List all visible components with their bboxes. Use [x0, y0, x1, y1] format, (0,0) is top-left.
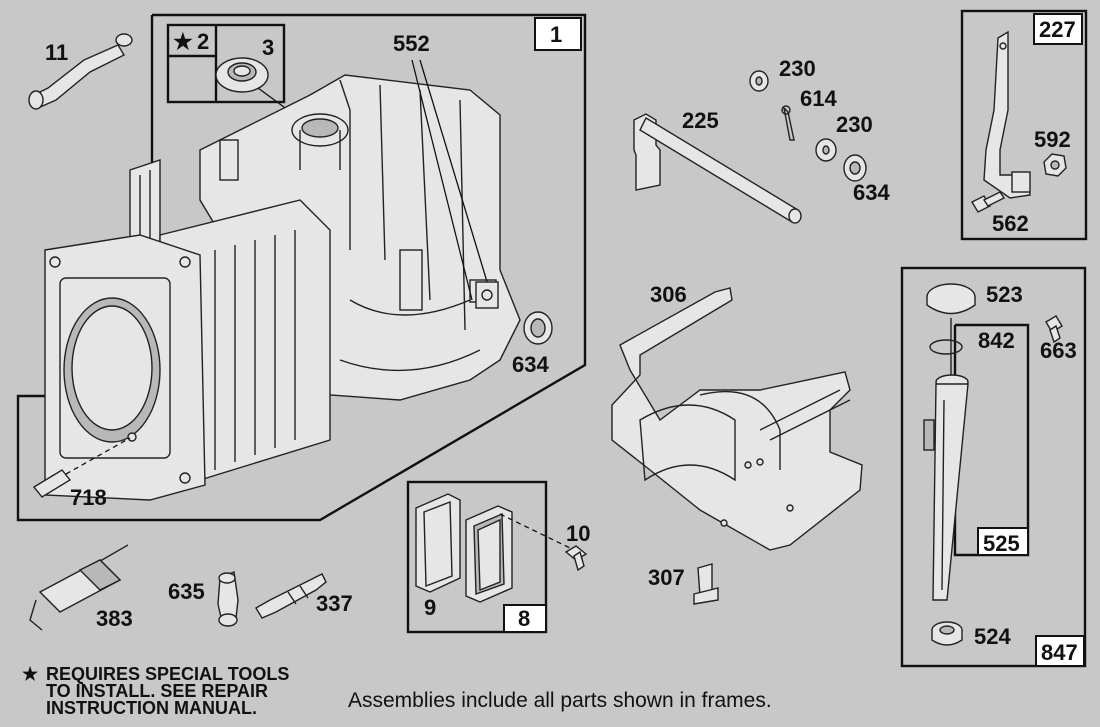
breather-tube — [28, 33, 133, 110]
dowel-pin — [32, 469, 72, 498]
callout-1: 1 — [550, 22, 562, 47]
callout-2: 2 — [197, 29, 209, 54]
gasket-9 — [415, 493, 461, 593]
special-tool-star-icon: ★ — [173, 29, 193, 54]
callout-8: 8 — [518, 606, 530, 631]
oil-seal — [215, 57, 269, 93]
footnote-line-3: INSTRUCTION MANUAL. — [46, 698, 257, 718]
callout-552: 552 — [393, 31, 430, 56]
callout-592: 592 — [1034, 127, 1071, 152]
callout-663: 663 — [1040, 338, 1077, 363]
frame-227-label-box — [1033, 13, 1083, 45]
seal-634-left — [523, 311, 553, 345]
o-ring-842 — [929, 339, 963, 355]
callout-383: 383 — [96, 606, 133, 631]
dowel-dash-leader — [65, 437, 131, 475]
assemblies-caption: Assemblies include all parts shown in fr… — [348, 689, 772, 712]
leader-552a — [411, 59, 473, 301]
cylinder-block — [44, 74, 521, 501]
callout-3: 3 — [262, 35, 274, 60]
leader-552b — [419, 59, 489, 286]
callout-230-bottom: 230 — [836, 112, 873, 137]
callout-524: 524 — [974, 624, 1011, 649]
callout-525: 525 — [983, 531, 1020, 556]
washer-230-bottom — [815, 138, 837, 162]
breather-cover — [465, 505, 513, 603]
footnote-star-icon: ★ — [22, 664, 39, 684]
air-guide-baffle — [611, 287, 863, 551]
frame-assembly-847: 847 525 523 842 524 — [900, 266, 1087, 668]
callout-337: 337 — [316, 591, 353, 616]
screw-10-dash-leader — [499, 513, 571, 549]
callout-307: 307 — [648, 565, 685, 590]
hair-pin-clip — [781, 105, 795, 141]
frame-2-outline — [166, 23, 286, 104]
screw-663 — [1045, 315, 1063, 344]
callout-9: 9 — [424, 595, 436, 620]
seal-634-right — [843, 154, 867, 182]
nut-592 — [1043, 153, 1067, 177]
screw-10 — [564, 545, 588, 572]
callout-306: 306 — [650, 282, 687, 307]
callout-718: 718 — [70, 485, 107, 510]
governor-shaft — [633, 113, 802, 224]
frame-847-label-box — [1035, 635, 1085, 667]
washer-230-top — [749, 70, 769, 92]
callout-523: 523 — [986, 282, 1023, 307]
callout-225: 225 — [682, 108, 719, 133]
callout-847: 847 — [1041, 640, 1078, 665]
callout-634-right: 634 — [853, 180, 890, 205]
callout-227: 227 — [1039, 17, 1076, 42]
grommet-524 — [931, 621, 963, 646]
callout-11: 11 — [45, 40, 68, 65]
dipstick-tube — [923, 374, 969, 601]
frame-assembly-1: 1 ★ 2 3 — [16, 13, 587, 522]
frame-1-label-box — [534, 17, 582, 51]
callout-562: 562 — [992, 211, 1029, 236]
callout-10: 10 — [566, 521, 590, 546]
footnote-line-1: REQUIRES SPECIAL TOOLS — [46, 664, 289, 684]
frame-assembly-8: 8 9 — [406, 480, 548, 634]
callout-614: 614 — [800, 86, 837, 111]
frame-8-outline — [406, 480, 548, 634]
special-tools-footnote: ★ REQUIRES SPECIAL TOOLS TO INSTALL. SEE… — [22, 664, 289, 718]
callout-635: 635 — [168, 579, 205, 604]
spark-plug-337 — [255, 573, 327, 619]
callout-634-left: 634 — [512, 352, 549, 377]
governor-lever — [983, 30, 1031, 199]
callout-230-top: 230 — [779, 56, 816, 81]
breather-part — [475, 281, 499, 309]
callout-842: 842 — [978, 328, 1015, 353]
footnote-line-2: TO INSTALL. SEE REPAIR — [46, 681, 268, 701]
screw-307 — [693, 563, 719, 605]
frame-847-outline — [900, 266, 1087, 668]
bolt-562 — [971, 191, 1006, 213]
frame-8-label-box — [503, 604, 547, 633]
frame-525-outline — [953, 323, 1030, 557]
elbow-fitting-635 — [217, 570, 239, 627]
frame-assembly-227: 227 592 562 — [960, 9, 1088, 241]
spark-plug-lead — [29, 544, 129, 631]
dipstick-cap — [926, 283, 976, 380]
frame-525-label-box — [977, 527, 1029, 556]
frame-227-outline — [960, 9, 1088, 241]
